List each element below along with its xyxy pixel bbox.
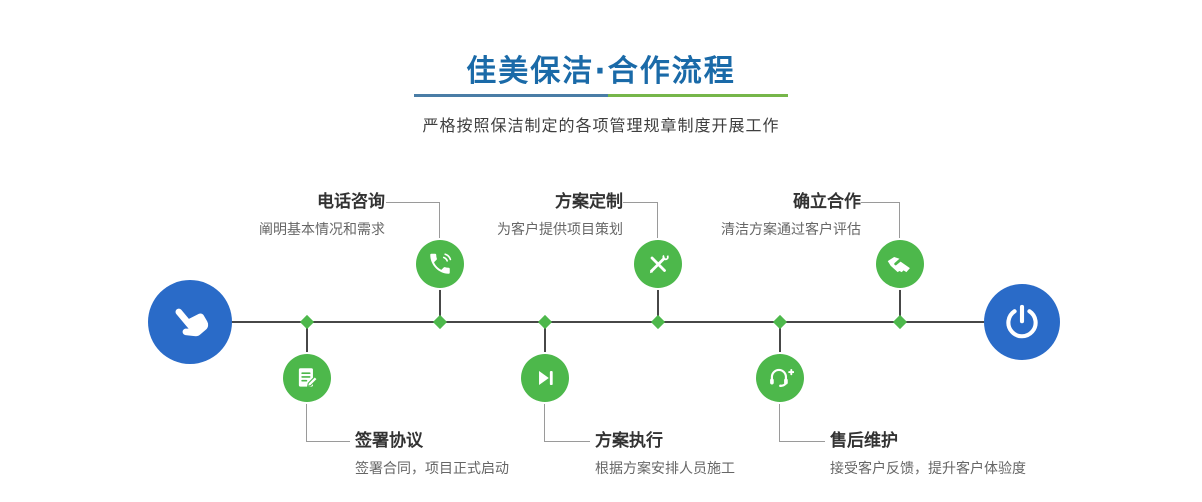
- step-node-design: [634, 240, 682, 288]
- label-connector: [899, 202, 900, 240]
- step-desc: 根据方案安排人员施工: [595, 461, 735, 477]
- timeline-start-node: [148, 280, 232, 364]
- label-connector: [861, 202, 900, 203]
- title-underline: [414, 94, 788, 97]
- connector-stub: [779, 322, 781, 354]
- page-title: 佳美保洁·合作流程: [466, 54, 736, 89]
- headset-plus-icon: [770, 368, 794, 388]
- step-desc: 清洁方案通过客户评估: [721, 222, 861, 238]
- step-title: 确立合作: [793, 192, 861, 212]
- underline-green-segment: [608, 94, 788, 97]
- contract-icon: [298, 368, 318, 387]
- step-node-phone: [416, 240, 464, 288]
- timeline-diamond: [432, 314, 448, 330]
- timeline-diamond: [299, 314, 315, 330]
- step-title: 电话咨询: [317, 192, 385, 212]
- label-connector: [306, 402, 307, 441]
- connector-stub: [899, 288, 901, 322]
- step-title: 售后维护: [830, 431, 898, 451]
- connector-stub: [544, 322, 546, 354]
- timeline-diamond: [537, 314, 553, 330]
- underline-blue-segment: [414, 94, 609, 97]
- step-desc: 接受客户反馈，提升客户体验度: [830, 461, 1026, 477]
- label-connector: [544, 402, 545, 441]
- label-connector: [623, 202, 658, 203]
- connector-stub: [439, 288, 441, 322]
- step-label-aftersales: 售后维护 接受客户反馈，提升客户体验度: [830, 429, 1026, 478]
- step-label-execute: 方案执行 根据方案安排人员施工: [595, 429, 735, 478]
- label-connector: [779, 441, 825, 442]
- timeline-end-node: [984, 284, 1060, 360]
- step-node-execute: [521, 354, 569, 402]
- step-node-aftersales: [756, 354, 804, 402]
- label-connector: [386, 202, 440, 203]
- label-connector: [544, 441, 590, 442]
- step-node-contract: [283, 354, 331, 402]
- play-next-icon: [539, 370, 553, 386]
- page-subtitle: 严格按照保洁制定的各项管理规章制度开展工作: [422, 116, 780, 135]
- step-title: 方案执行: [595, 431, 663, 451]
- connector-stub: [306, 322, 308, 354]
- label-connector: [306, 441, 350, 442]
- step-desc: 为客户提供项目策划: [497, 222, 623, 238]
- power-icon: [1006, 304, 1038, 339]
- design-tools-icon: [649, 253, 669, 274]
- step-label-contract: 签署协议 签署合同，项目正式启动: [355, 429, 509, 478]
- timeline-diamond: [650, 314, 666, 330]
- step-node-handshake: [876, 240, 924, 288]
- label-connector: [439, 202, 440, 240]
- pointing-hand-icon: [175, 308, 209, 337]
- step-title: 签署协议: [355, 431, 423, 451]
- step-label-handshake: 确立合作 清洁方案通过客户评估: [721, 190, 861, 239]
- step-label-phone: 电话咨询 阐明基本情况和需求: [259, 190, 385, 239]
- step-desc: 签署合同，项目正式启动: [355, 461, 509, 477]
- label-connector: [657, 202, 658, 240]
- step-desc: 阐明基本情况和需求: [259, 222, 385, 238]
- label-connector: [779, 402, 780, 441]
- timeline-diamond: [892, 314, 908, 330]
- step-label-design: 方案定制 为客户提供项目策划: [497, 190, 623, 239]
- phone-icon: [430, 253, 452, 274]
- handshake-icon: [887, 257, 910, 273]
- timeline-diamond: [772, 314, 788, 330]
- step-title: 方案定制: [555, 192, 623, 212]
- timeline-line: [190, 321, 1023, 323]
- connector-stub: [657, 288, 659, 322]
